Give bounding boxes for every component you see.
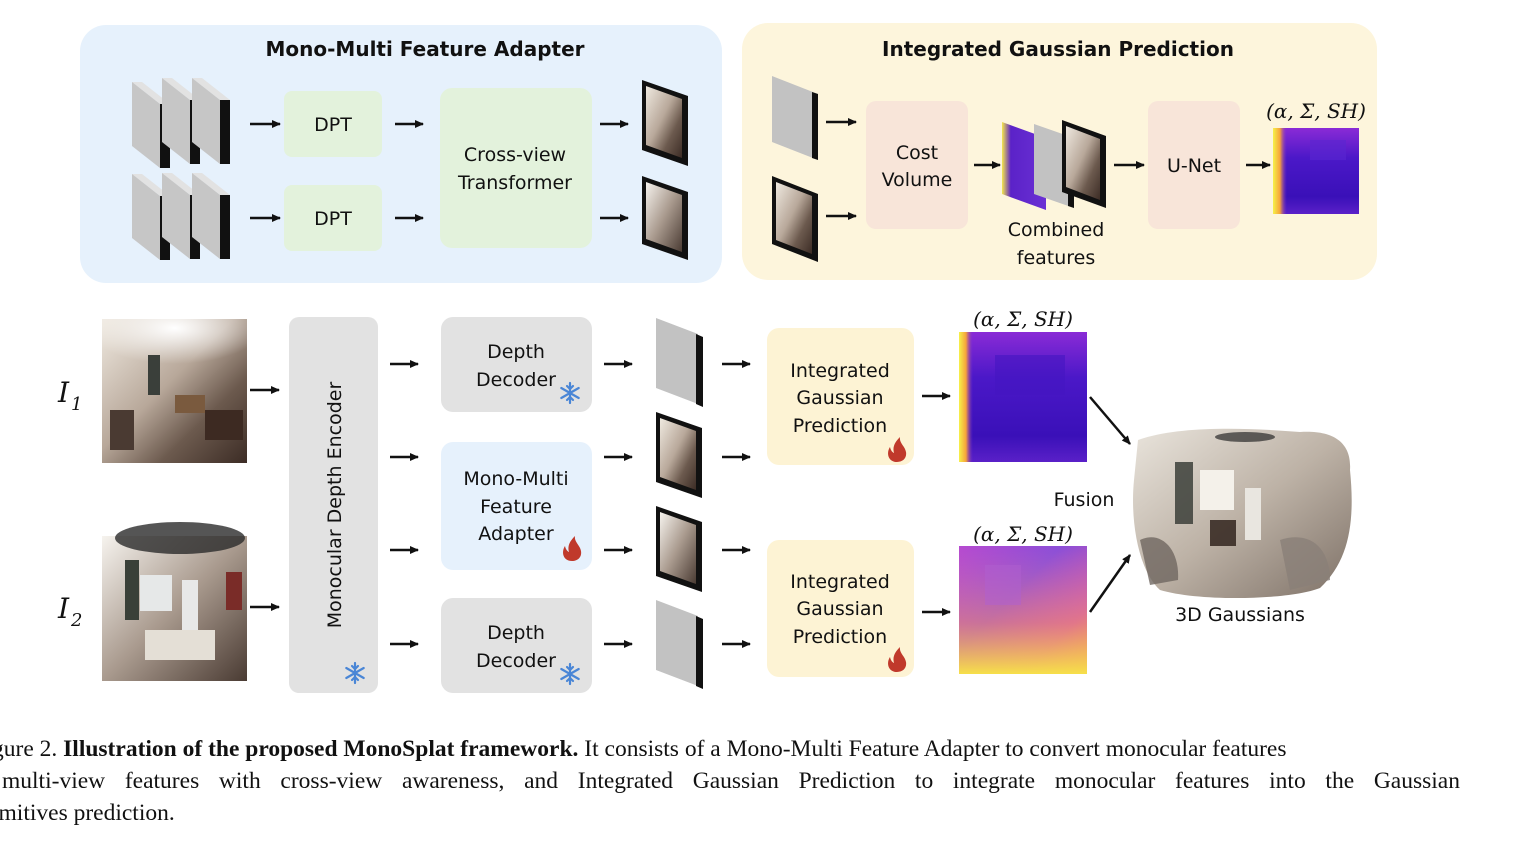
unet-box	[1148, 101, 1240, 229]
input-image-2	[102, 522, 247, 681]
igp-bottom-label-1: Integrated	[790, 571, 890, 593]
caption-bold-title: Illustration of the proposed MonoSplat f…	[63, 736, 579, 762]
volume-label: Volume	[882, 169, 953, 191]
caption-line-3: imitives prediction.	[0, 800, 175, 826]
mono-multi-panel-title: Mono-Multi Feature Adapter	[266, 37, 585, 61]
igp-top-label-1: Integrated	[790, 360, 890, 382]
flame-icon	[888, 437, 907, 462]
igp-bottom-box	[767, 540, 914, 677]
multi-view-feature-bottom	[642, 176, 688, 260]
cross-view-label: Cross-view	[464, 144, 566, 166]
depth-decoder-bottom-label-2: Decoder	[476, 650, 556, 672]
mono-feature-block-top	[656, 318, 703, 407]
adapter-label-3: Adapter	[478, 523, 554, 545]
snowflake-icon	[345, 661, 365, 685]
integrated-panel-title: Integrated Gaussian Prediction	[882, 37, 1234, 61]
input-i2-subscript: 2	[70, 610, 82, 631]
input-i1-subscript: 1	[71, 394, 82, 415]
caption-prefix: gure 2.	[0, 736, 58, 762]
combined-label: Combined	[1008, 219, 1105, 241]
dpt-box-bottom	[284, 185, 382, 251]
input-i2-symbol: I	[57, 592, 70, 625]
fusion-label: Fusion	[1054, 489, 1115, 511]
multi-view-feature-top	[642, 80, 688, 166]
mono-feature-gray	[772, 76, 818, 160]
3d-gaussians-label: 3D Gaussians	[1175, 604, 1305, 626]
params-label-top: (α, Σ, SH)	[973, 307, 1073, 331]
adapter-label-1: Mono-Multi	[463, 468, 568, 490]
dpt-label-top: DPT	[314, 114, 352, 136]
gaussian-param-map-small	[1273, 128, 1359, 214]
flame-icon	[888, 647, 907, 672]
monocular-depth-encoder-box	[289, 317, 378, 693]
caption-line-1-rest: It consists of a Mono-Multi Feature Adap…	[578, 736, 1287, 762]
cost-label: Cost	[896, 142, 938, 164]
combined-features-stack	[1002, 120, 1106, 210]
flame-icon	[563, 536, 582, 561]
igp-top-label-2: Gaussian	[796, 387, 883, 409]
params-label-panel: (α, Σ, SH)	[1266, 99, 1366, 123]
feature-stack-bottom	[132, 173, 230, 260]
encoder-label: Monocular Depth Encoder	[324, 382, 346, 629]
cross-view-transformer-box	[440, 88, 592, 248]
igp-top-label-3: Prediction	[793, 415, 887, 437]
params-label-bottom: (α, Σ, SH)	[973, 522, 1073, 546]
snowflake-icon	[560, 662, 580, 686]
mono-feature-block-bottom	[656, 600, 703, 689]
unet-label: U-Net	[1167, 155, 1221, 177]
gaussian-param-map-bottom	[959, 546, 1087, 674]
figure-caption: gure 2. Illustration of the proposed Mon…	[0, 733, 1460, 829]
igp-bottom-label-3: Prediction	[793, 626, 887, 648]
depth-decoder-bottom-label-1: Depth	[487, 622, 545, 644]
igp-top-box	[767, 328, 914, 465]
dpt-box-top	[284, 91, 382, 157]
depth-decoder-top-label-1: Depth	[487, 341, 545, 363]
transformer-label: Transformer	[457, 172, 572, 194]
dpt-label-bottom: DPT	[314, 208, 352, 230]
snowflake-icon	[560, 381, 580, 405]
features-label: features	[1017, 247, 1096, 269]
depth-decoder-top-label-2: Decoder	[476, 369, 556, 391]
igp-bottom-label-2: Gaussian	[796, 598, 883, 620]
3d-gaussians-render	[1133, 428, 1352, 599]
multi-feature-block-2	[656, 506, 702, 592]
depth-decoder-bottom-box	[441, 598, 592, 693]
adapter-label-2: Feature	[480, 496, 552, 518]
multi-feature-block-1	[656, 412, 702, 498]
mono-feature-image	[772, 176, 818, 262]
gaussian-param-map-top	[959, 332, 1087, 462]
input-i1-symbol: I	[57, 376, 70, 409]
feature-stack-top	[132, 78, 230, 168]
depth-decoder-top-box	[441, 317, 592, 412]
cost-volume-box	[866, 101, 968, 229]
input-image-1	[102, 319, 247, 463]
caption-line-1: gure 2. Illustration of the proposed Mon…	[0, 733, 1460, 765]
caption-line-2: multi-view features with cross-view awar…	[2, 768, 1460, 794]
mono-multi-adapter-box	[441, 442, 592, 570]
